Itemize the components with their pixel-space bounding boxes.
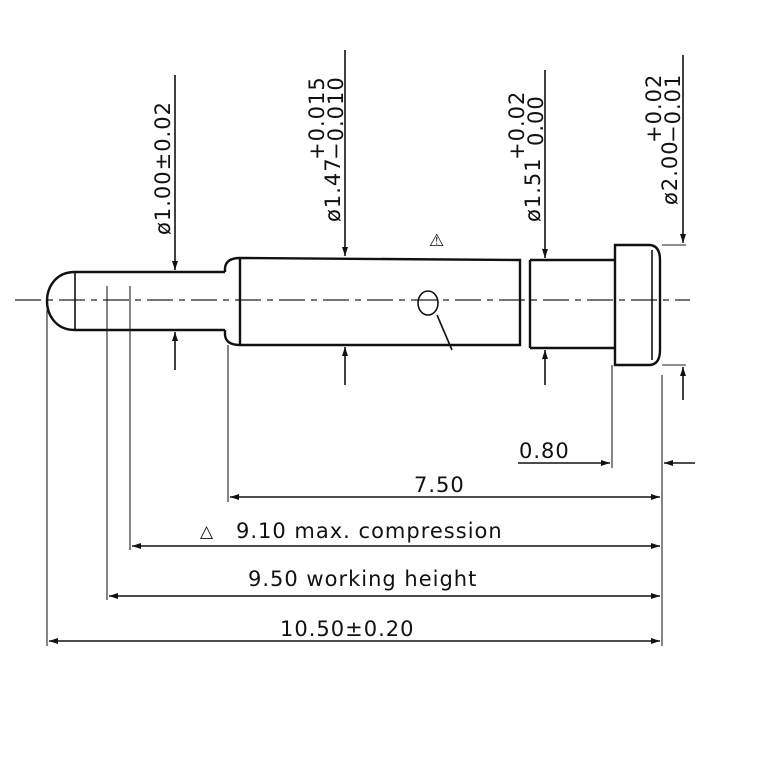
body-length-label: 7.50 xyxy=(414,473,465,497)
note-symbol: ⚠ xyxy=(429,231,444,251)
extension-lines xyxy=(46,310,663,646)
svg-text:−0.01: −0.01 xyxy=(661,74,685,143)
vent-hole xyxy=(417,290,439,316)
working-height-label: 9.50 working height xyxy=(248,567,477,591)
svg-text:ø2.00: ø2.00 xyxy=(658,140,682,205)
svg-text:+0.02: +0.02 xyxy=(642,74,666,143)
compression-symbol: △ xyxy=(200,522,214,542)
pin-outline xyxy=(45,243,662,367)
diameter-2-label: ø1.47 +0.015 −0.010 xyxy=(305,76,348,222)
svg-text:0.00: 0.00 xyxy=(524,95,548,146)
length-dimensions xyxy=(49,460,695,644)
diameter-4-label: ø2.00 +0.02 −0.01 xyxy=(642,74,685,205)
svg-text:+0.015: +0.015 xyxy=(305,76,329,160)
diameter-dimensions xyxy=(172,50,686,400)
svg-text:ø1.47: ø1.47 xyxy=(321,157,345,222)
diameter-1-label: ø1.00±0.02 xyxy=(151,101,175,235)
total-length-label: 10.50±0.20 xyxy=(280,617,414,641)
compression-label: 9.10 max. compression xyxy=(236,519,503,543)
svg-text:−0.010: −0.010 xyxy=(324,76,348,160)
diameter-3-label: ø1.51 +0.02 0.00 xyxy=(505,91,548,222)
svg-text:ø1.51: ø1.51 xyxy=(521,157,545,222)
svg-text:+0.02: +0.02 xyxy=(505,91,529,160)
head-length-label: 0.80 xyxy=(519,439,570,463)
